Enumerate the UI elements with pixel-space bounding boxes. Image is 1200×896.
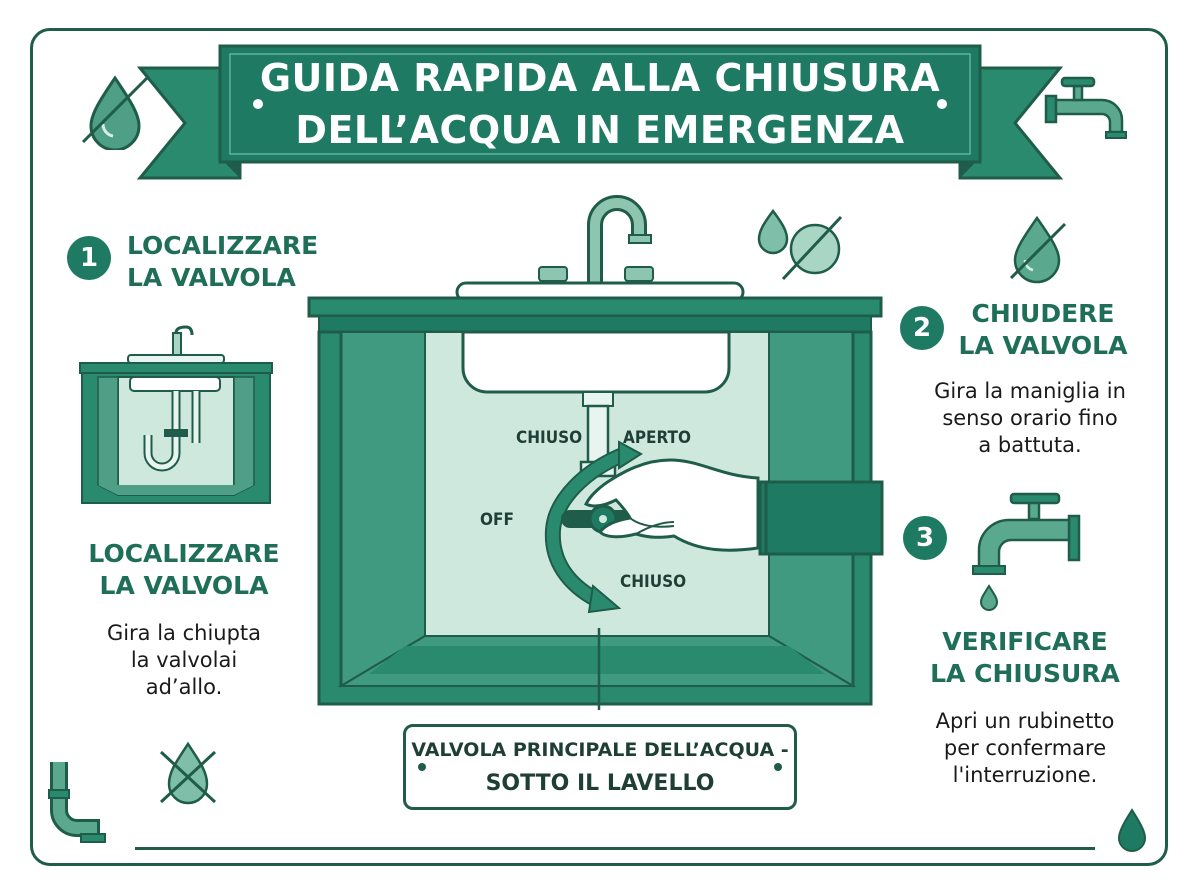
small-cabinet-illustration (79, 325, 273, 504)
step-3-title-line-1: VERIFICARE (942, 627, 1108, 656)
label-closed-bottom: CHIUSO (620, 572, 687, 592)
step-2-text: Gira la maniglia in senso orario fino a … (920, 378, 1140, 459)
water-drop-icon (1117, 808, 1147, 852)
step-3-number: 3 (903, 516, 947, 560)
caption-line-1: VALVOLA PRINCIPALE DELL’ACQUA - (411, 739, 789, 761)
caption-dot-left (418, 763, 426, 771)
dripping-faucet-icon (972, 492, 1081, 611)
crossed-drop-icon (159, 741, 217, 805)
step-3-text-line-1: Apri un rubinetto (935, 709, 1115, 733)
step-3-text-line-2: per confermare (943, 736, 1107, 760)
faucet-icon (1044, 76, 1127, 139)
step-2-text-line-1: Gira la maniglia in (934, 379, 1126, 403)
step-2-title: CHIUDERE LA VALVOLA (948, 298, 1138, 362)
step-2-title-line-2: LA VALVOLA (958, 331, 1128, 360)
sleeve-illustration (758, 480, 884, 556)
sink-faucet-illustration (455, 195, 745, 303)
step-3-text-line-3: l'interruzione. (952, 763, 1098, 787)
step-2-number: 2 (900, 306, 944, 350)
step-2-text-line-3: a battuta. (978, 433, 1082, 457)
hand-illustration (583, 458, 760, 552)
step-3-title: VERIFICARE LA CHIUSURA (920, 626, 1130, 690)
caption-dot-right (774, 763, 782, 771)
drops-no-water-icon (757, 208, 843, 281)
drop-crossed-icon (1009, 215, 1067, 284)
title-line-2: DELL’ACQUA IN EMERGENZA (295, 108, 905, 152)
left-block-title-line-1: LOCALIZZARE (88, 539, 280, 568)
step-3-title-line-2: LA CHIUSURA (930, 659, 1120, 688)
page-title: GUIDA RAPIDA ALLA CHIUSURA DELL’ACQUA IN… (230, 52, 970, 156)
step-1-number: 1 (67, 236, 111, 280)
left-block-title: LOCALIZZARE LA VALVOLA (84, 538, 284, 602)
step-1-title: LOCALIZZARE LA VALVOLA (127, 230, 318, 294)
label-closed-top: CHIUSO (516, 428, 583, 448)
label-off: OFF (480, 510, 514, 530)
left-block-text: Gira la chiupta la valvolai ad’allo. (84, 620, 284, 701)
pipe-icon (48, 762, 106, 843)
no-water-drop-icon (81, 75, 149, 150)
step-1-title-line-1: LOCALIZZARE (127, 231, 319, 260)
left-block-text-line-2: la valvolai (130, 648, 238, 672)
left-block-text-line-1: Gira la chiupta (106, 621, 262, 645)
step-2-text-line-2: senso orario fino (942, 406, 1118, 430)
left-block-title-line-2: LA VALVOLA (99, 571, 269, 600)
step-1-title-line-2: LA VALVOLA (127, 263, 296, 292)
title-line-1: GUIDA RAPIDA ALLA CHIUSURA (259, 56, 941, 100)
caption-line-2: SOTTO IL LAVELLO (485, 771, 715, 796)
label-open-top: APERTO (623, 428, 691, 448)
valve-caption-box: VALVOLA PRINCIPALE DELL’ACQUA - SOTTO IL… (403, 724, 797, 810)
step-3-text: Apri un rubinetto per confermare l'inter… (915, 708, 1135, 789)
bottom-rule (135, 847, 1095, 850)
title-banner (136, 44, 1064, 180)
left-block-text-line-3: ad’allo. (145, 675, 223, 699)
step-2-title-line-1: CHIUDERE (971, 299, 1115, 328)
